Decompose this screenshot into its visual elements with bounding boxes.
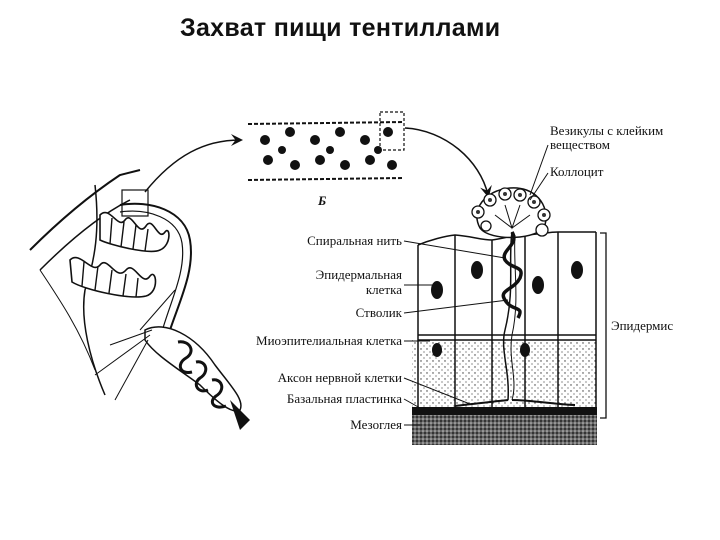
label-colloblast: Коллоцит	[550, 164, 604, 179]
epidermis-bracket	[600, 232, 607, 419]
label-spiral-thread: Спиральная нить	[307, 233, 402, 248]
inset-tentillum-segment: Б	[247, 111, 405, 208]
label-nerve-axon: Аксон нервной клетки	[278, 370, 402, 385]
colloblast-head	[471, 187, 551, 239]
label-epidermis: Эпидермис	[611, 318, 673, 333]
inset-label: Б	[317, 193, 326, 208]
coiled-tentillum-lower	[69, 256, 157, 298]
epidermis-section	[412, 187, 607, 445]
coiled-tentillum-upper	[99, 211, 170, 253]
basal-lamina-layer	[412, 407, 597, 415]
zoom-box-inset	[379, 111, 405, 151]
label-epidermal-cell-1: Эпидермальная	[316, 267, 402, 282]
label-epidermal-cell-2: клетка	[366, 282, 402, 297]
label-mesoglea: Мезоглея	[350, 417, 402, 432]
slide-title: Захват пищи тентиллами	[180, 14, 501, 42]
mesoglea-layer	[412, 415, 597, 445]
label-basal-lamina: Базальная пластинка	[287, 391, 402, 406]
prey-crustacean	[94, 289, 250, 430]
arrow-to-cells	[404, 127, 492, 198]
label-vesicles-1: Везикулы с клейким	[550, 123, 663, 138]
label-stalk: Стволик	[356, 305, 403, 320]
label-vesicles-2: веществом	[550, 137, 610, 152]
arrow-to-inset	[144, 134, 243, 193]
spiral-thread	[454, 231, 576, 407]
label-myoepithelial-cell: Миоэпителиальная клетка	[256, 333, 402, 348]
zoom-box-tentacle	[121, 189, 149, 217]
tentacle-illustration	[29, 169, 250, 430]
